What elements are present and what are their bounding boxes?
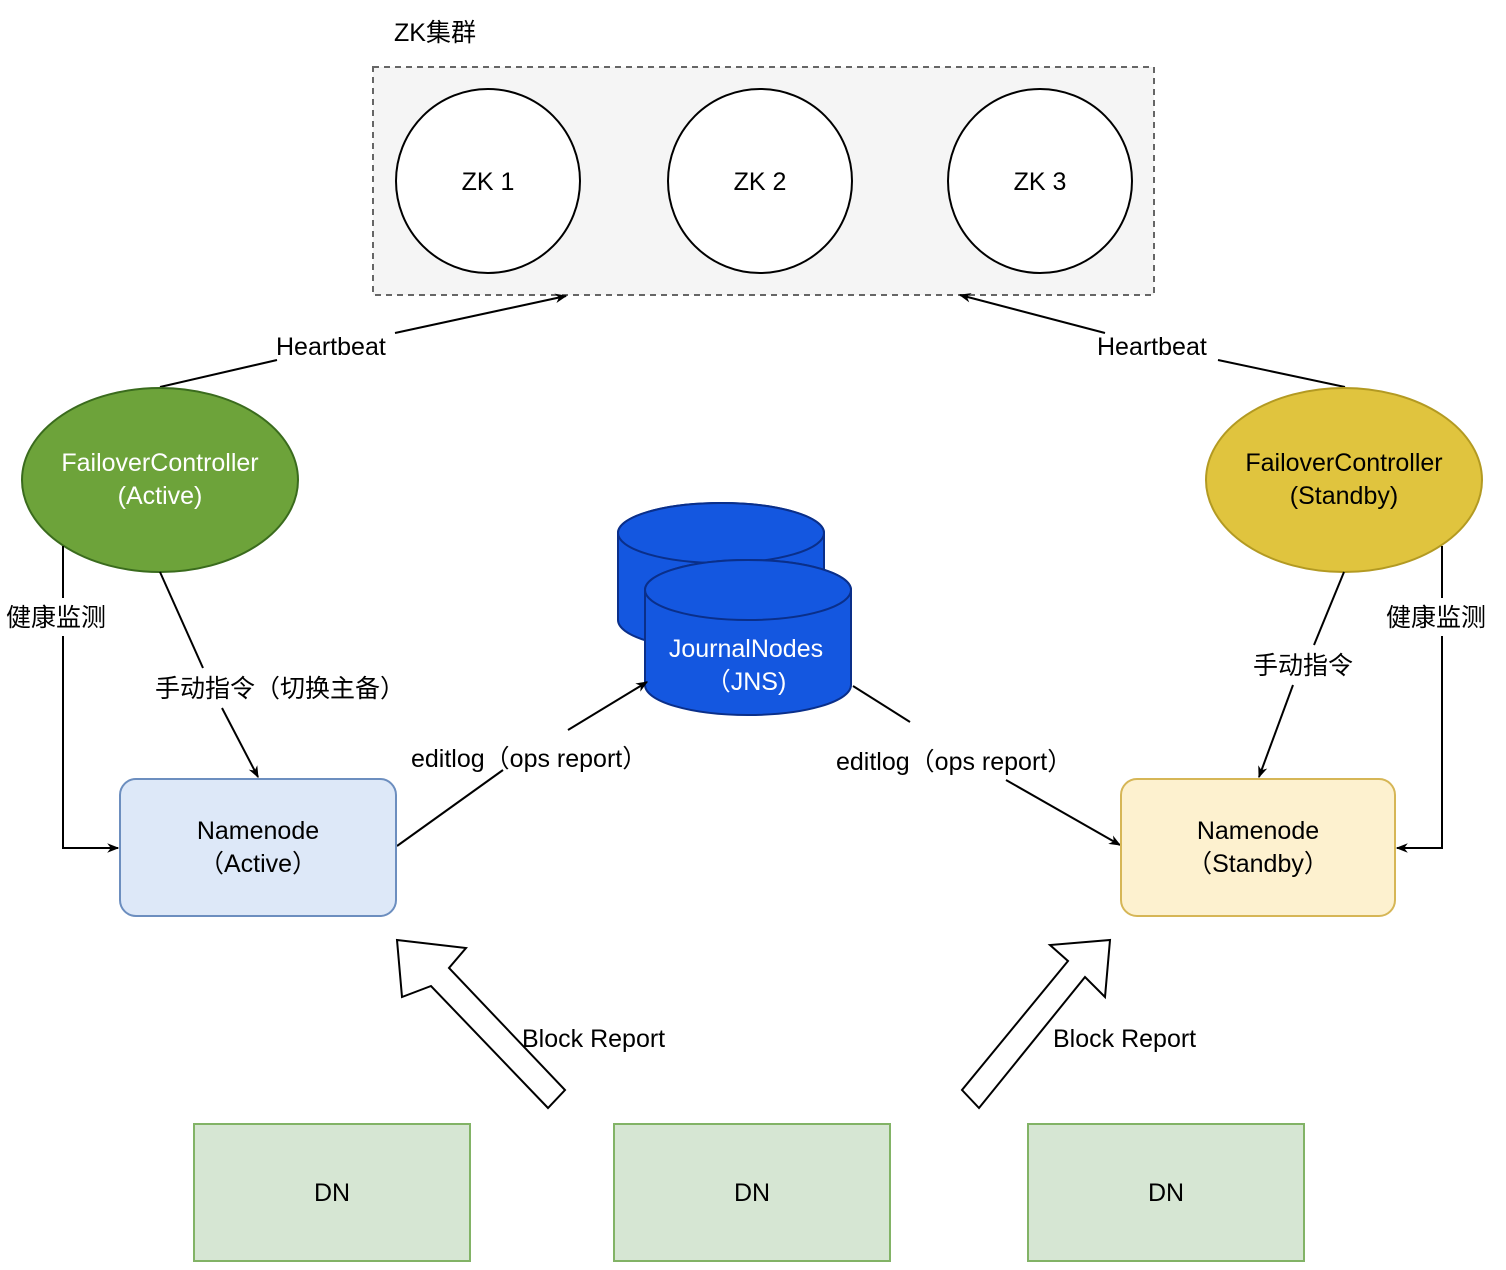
journal-nodes-line2: （JNS) [706, 668, 787, 696]
heartbeat-left-label: Heartbeat [276, 333, 386, 361]
manual-right-label: 手动指令 [1253, 652, 1353, 680]
namenode-active: Namenode （Active） [119, 778, 397, 917]
zk-node-3-label: ZK 3 [1014, 168, 1067, 196]
health-left-edge: 健康监测 [6, 546, 120, 853]
health-right-label: 健康监测 [1386, 604, 1486, 632]
journal-nodes-line1: JournalNodes [669, 635, 823, 663]
zk-node-2: ZK 2 [667, 88, 853, 274]
datanode-1: DN [193, 1123, 471, 1262]
manual-left-edge: 手动指令（切换主备） [155, 571, 405, 779]
manual-right-edge: 手动指令 [1253, 571, 1353, 779]
zk-cluster-title: ZK集群 [394, 19, 476, 47]
failover-active-line1: FailoverController [61, 449, 258, 477]
zk-node-3: ZK 3 [947, 88, 1133, 274]
namenode-active-line1: Namenode [197, 817, 319, 845]
journal-nodes-cylinder: JournalNodes （JNS) [617, 502, 852, 716]
editlog-left-edge: editlog（ops report） [396, 681, 649, 847]
block-report-left-arrow: Block Report [395, 938, 665, 1110]
failover-standby-line2: (Standby) [1290, 482, 1398, 510]
editlog-right-label: editlog（ops report） [836, 748, 1072, 776]
editlog-left-label: editlog（ops report） [411, 745, 647, 773]
journal-nodes-front-cylinder [644, 559, 852, 716]
datanode-2: DN [613, 1123, 891, 1262]
datanode-3-label: DN [1148, 1179, 1184, 1207]
failover-standby-line1: FailoverController [1245, 449, 1442, 477]
health-right-edge: 健康监测 [1386, 546, 1486, 853]
namenode-active-line2: （Active） [199, 850, 317, 878]
heartbeat-left-edge: Heartbeat [159, 293, 568, 388]
heartbeat-right-label: Heartbeat [1097, 333, 1207, 361]
zk-node-1: ZK 1 [395, 88, 581, 274]
datanode-2-label: DN [734, 1179, 770, 1207]
namenode-standby-line2: （Standby） [1187, 850, 1329, 878]
block-report-right-arrow: Block Report [960, 938, 1196, 1110]
health-left-label: 健康监测 [6, 604, 106, 632]
block-report-right-label: Block Report [1053, 1025, 1196, 1053]
datanode-1-label: DN [314, 1179, 350, 1207]
zk-node-1-label: ZK 1 [462, 168, 515, 196]
failover-active-line2: (Active) [118, 482, 203, 510]
heartbeat-right-edge: Heartbeat [958, 293, 1346, 388]
zk-node-2-label: ZK 2 [734, 168, 787, 196]
namenode-standby: Namenode （Standby） [1120, 778, 1396, 917]
block-report-left-label: Block Report [522, 1025, 665, 1053]
datanode-3: DN [1027, 1123, 1305, 1262]
failover-controller-standby: FailoverController (Standby) [1205, 387, 1483, 573]
failover-controller-active: FailoverController (Active) [21, 387, 299, 573]
manual-left-label: 手动指令（切换主备） [155, 675, 405, 703]
namenode-standby-line1: Namenode [1197, 817, 1319, 845]
editlog-right-edge: editlog（ops report） [836, 685, 1122, 846]
